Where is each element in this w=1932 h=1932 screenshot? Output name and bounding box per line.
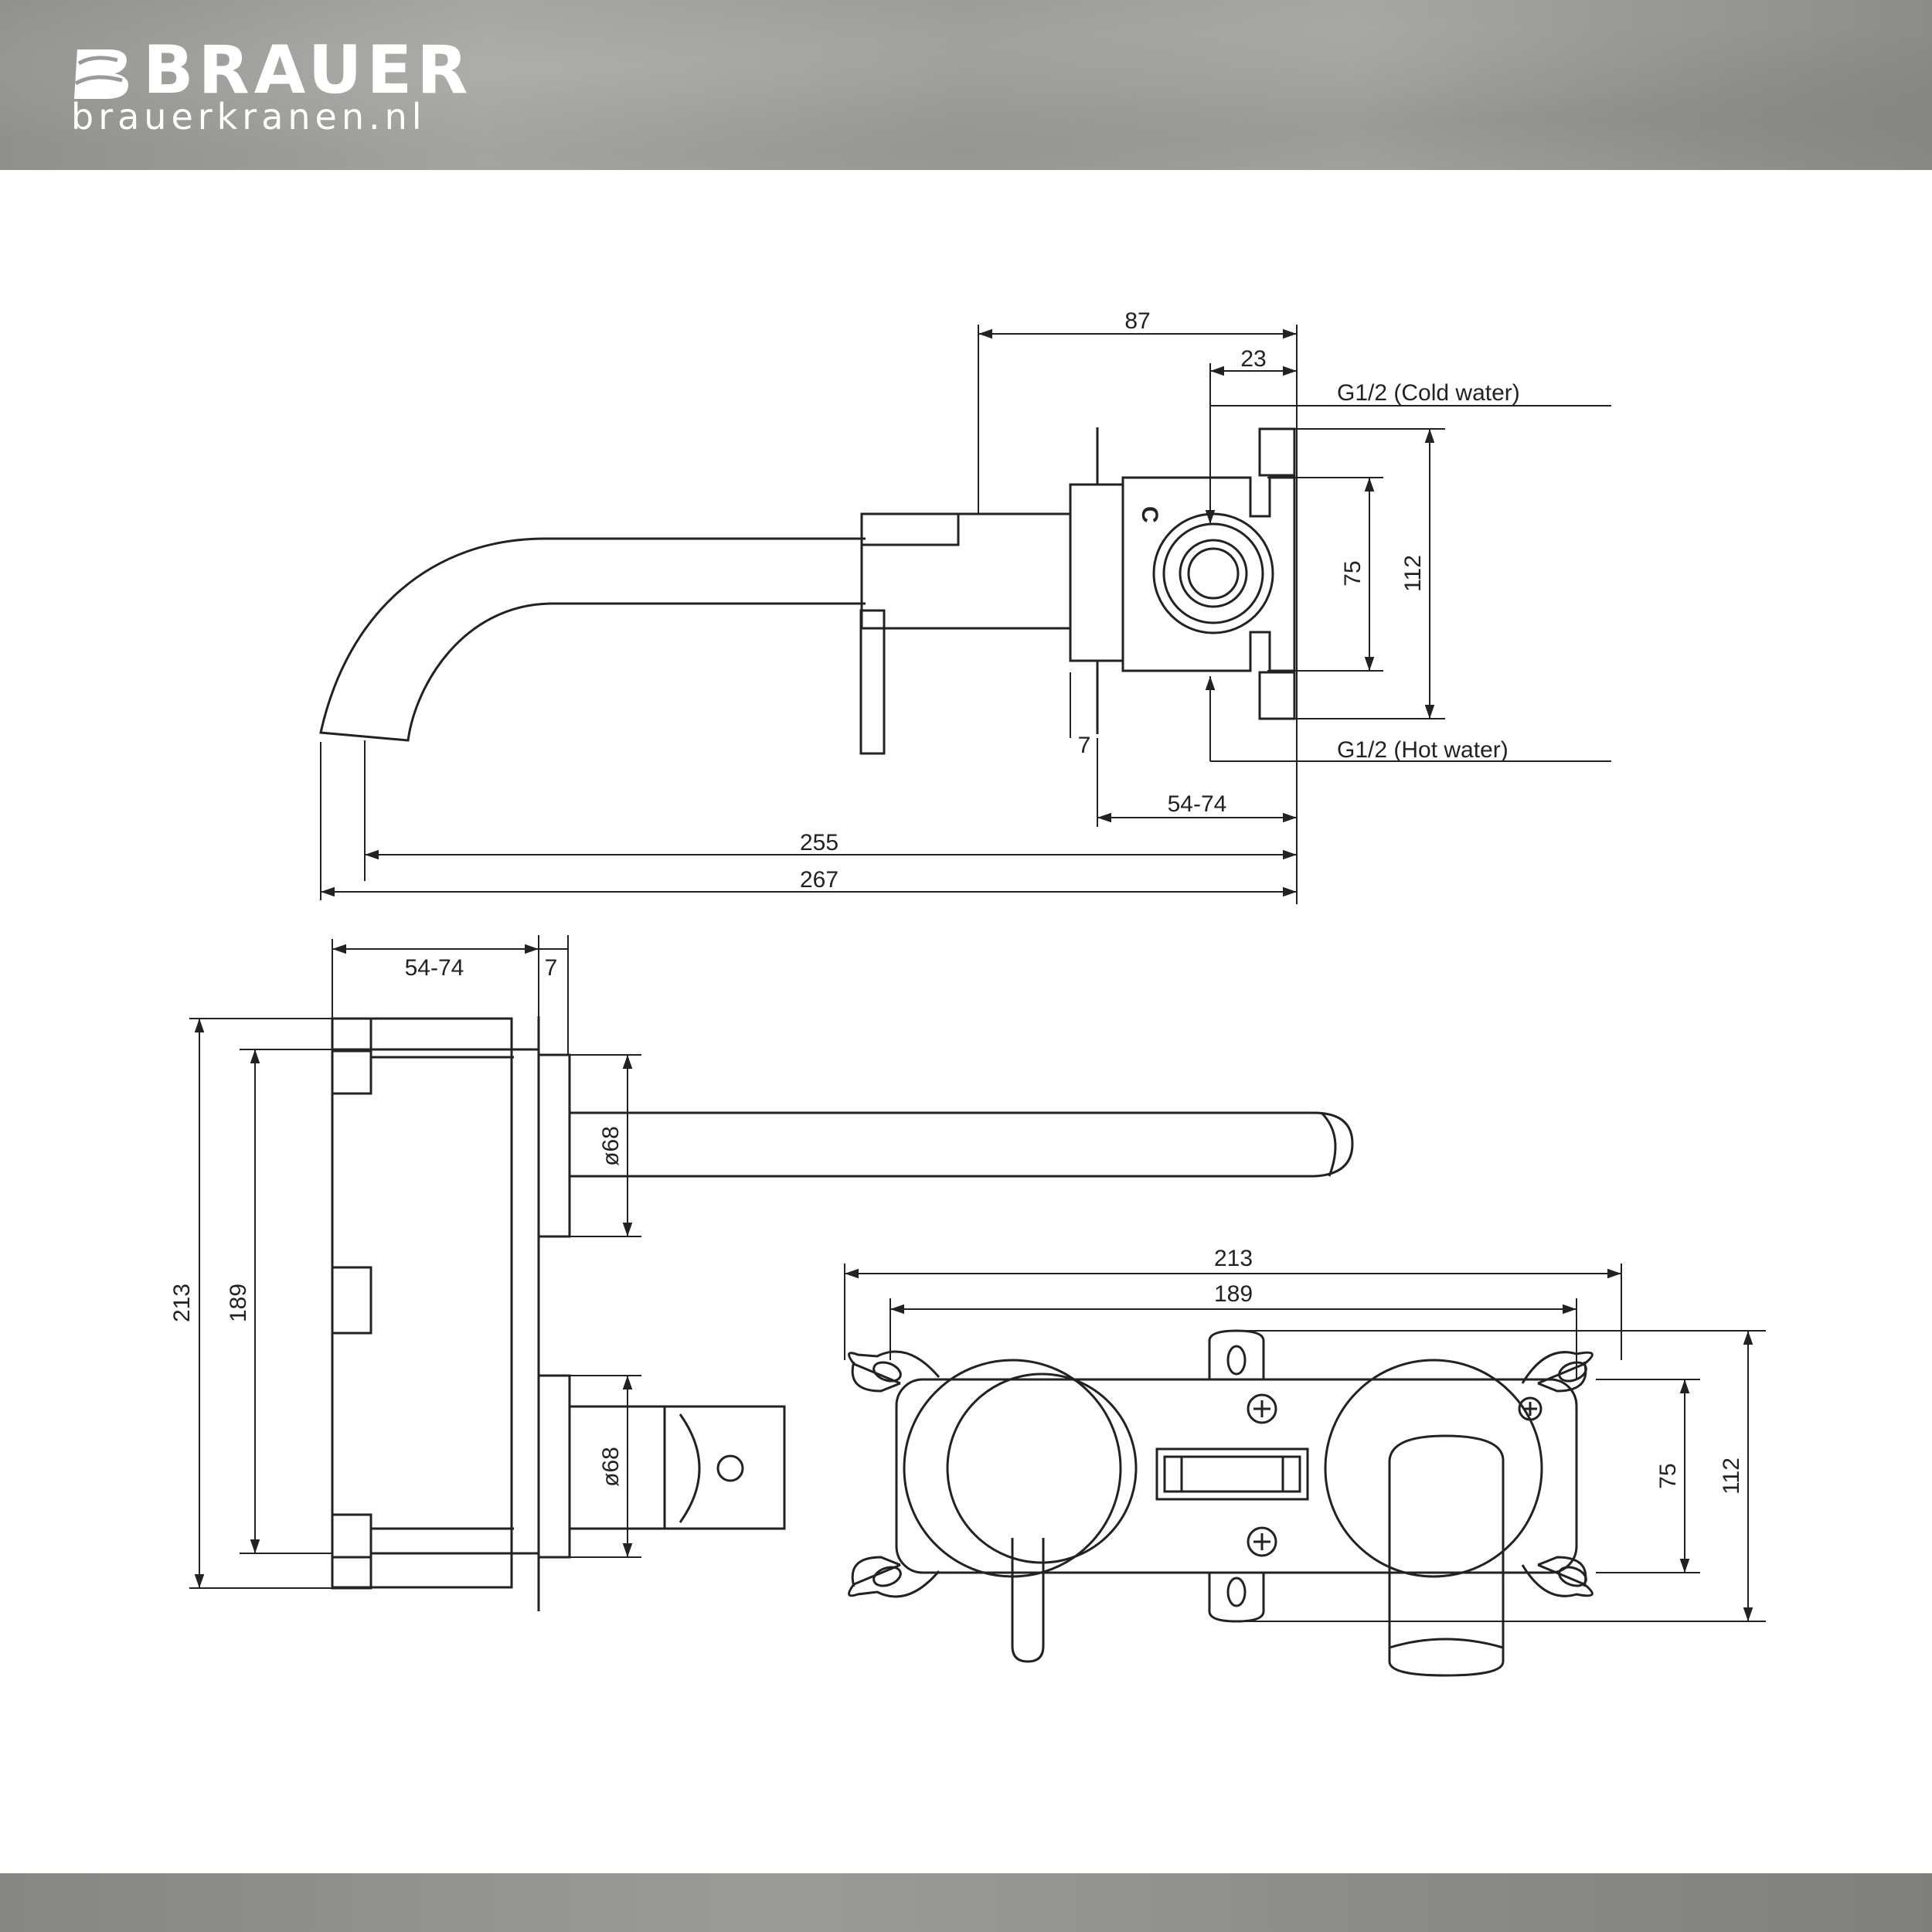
top-dim-189: 189 [226,1284,251,1322]
brand-website: brauerkranen.nl [71,96,427,138]
spout-top [570,1111,1354,1178]
flange-top [1258,427,1296,477]
top-dim-7: 7 [545,955,558,981]
spout-front [1388,1434,1505,1677]
handle-top-view [570,1405,666,1530]
valve-cylinder [860,512,1072,630]
screw-top [1247,1393,1277,1424]
header-banner [0,0,1932,170]
cold-inlet-label: G1/2 (Cold water) [1337,380,1520,406]
left-handle-rosette [946,1372,1138,1564]
side-dim-267: 267 [800,867,838,893]
spout-outline [319,537,866,742]
side-dim-75: 75 [1340,560,1366,586]
brauer-b-logo-icon [74,49,128,99]
right-valve-outer [1324,1359,1543,1578]
footer-band [0,1873,1932,1932]
wall-plate-top [510,1048,540,1555]
inbox-front-plate [895,1378,1578,1574]
flange-bottom [1258,671,1296,720]
spout-rosette [537,1053,571,1238]
side-dim-7: 7 [1078,733,1091,758]
side-dim-54-74: 54-74 [1168,791,1227,817]
front-dim-189: 189 [1214,1281,1253,1307]
screw-right [1518,1396,1543,1421]
side-dim-23: 23 [1240,346,1266,372]
front-dim-213: 213 [1214,1246,1253,1271]
front-dim-75: 75 [1655,1463,1681,1488]
handle-lever-front [1011,1538,1045,1663]
top-dim-213: 213 [169,1284,195,1322]
handle-rosette [537,1374,571,1559]
mount-tab-bottom-center [1208,1573,1265,1623]
handle-top [860,512,960,546]
wall-plate [1069,483,1124,662]
side-view [319,325,1611,904]
side-dim-112: 112 [1400,555,1426,592]
inbox-frame [331,1017,513,1589]
inlet-outer-ring [1152,512,1274,634]
cold-marker: C [1137,506,1162,523]
inlet-port [1179,539,1248,608]
handle-lever [859,609,886,755]
front-view [844,1264,1766,1677]
mount-tab-top-center [1208,1329,1265,1379]
mount-tab-bottom-right [1521,1563,1594,1597]
side-dim-255: 255 [800,830,838,855]
top-dim-spout-rosette: ø68 [598,1126,624,1166]
mount-tab-top-left [848,1350,940,1385]
top-dim-54-74: 54-74 [405,955,464,981]
top-dim-handle-rosette: ø68 [598,1447,624,1487]
screw-bottom [1247,1526,1277,1557]
side-dim-87: 87 [1124,308,1150,334]
center-slot [1155,1447,1309,1501]
brand-name: BRAUER [143,32,473,109]
hot-inlet-label: G1/2 (Hot water) [1337,737,1509,763]
front-dim-112: 112 [1719,1458,1744,1495]
mount-tab-bottom-left [848,1563,940,1598]
handle-hole [716,1454,744,1482]
top-view [189,935,1354,1611]
